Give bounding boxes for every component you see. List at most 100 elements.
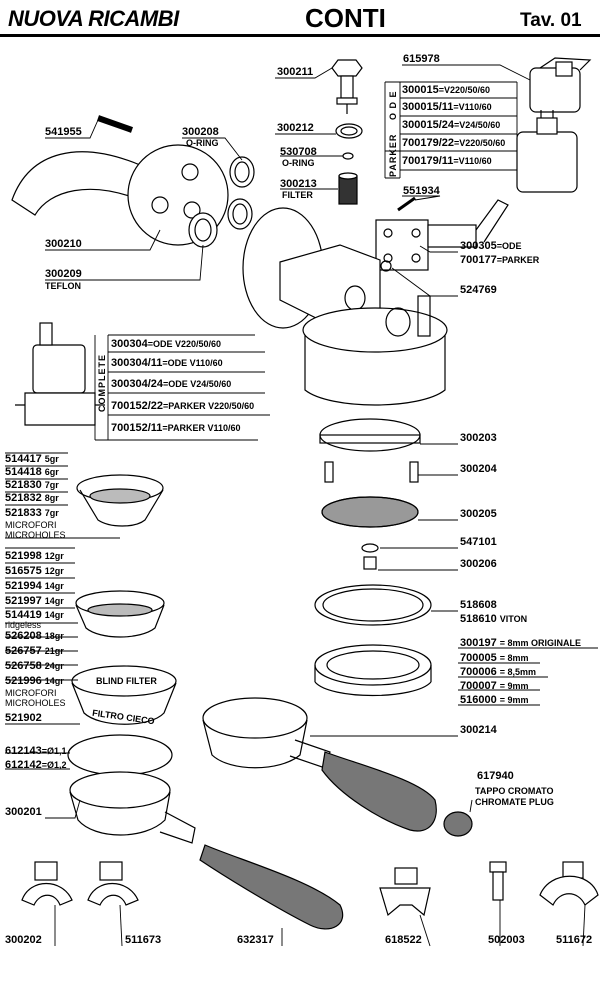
filter-large-row: 514419 14gr [5,609,64,621]
label-300214: 300214 [460,724,497,736]
label-541955: 541955 [45,126,82,138]
label-617940-sub2: CHROMATE PLUG [475,797,554,807]
label-511672: 511672 [556,934,593,946]
gasket-row: 300197 = 8mm ORIGINALE [460,637,582,649]
complete-row: 300304/11=ODE V110/60 [111,357,223,369]
label-617940-sub1: TAPPO CROMATO [475,786,554,796]
filter-basket-small-drawing [76,474,164,527]
label-300209-sub: TEFLON [45,281,81,291]
part-300211-drawing [331,59,363,114]
label-300211: 300211 [277,66,314,78]
part-615978-drawing [529,57,592,113]
filter-small-row: 521832 8gr [5,492,59,504]
spout-300202-drawing [21,861,73,906]
complete-row: 700152/22=PARKER V220/50/60 [111,400,255,412]
label-612143: 612143=Ø1,1 [5,745,67,757]
filter-small-row: 521830 7gr [5,479,59,491]
solenoid-complete-drawing [15,322,105,426]
label-524769: 524769 [460,284,497,296]
portafilter-300214-drawing [202,697,437,832]
coil-row: 300015/24=V24/50/60 [402,119,501,131]
label-518610: 518610 VITON [460,613,528,625]
part-524769-drawing [380,260,392,272]
page-title: CONTI [305,3,386,33]
gasket-row: 700007 = 9mm [460,680,529,692]
label-615978: 615978 [403,53,440,65]
complete-table-side: COMPLETE [97,353,107,412]
filter-small-note: MICROFORI [5,520,57,530]
filter-large-row: 521996 14gr [5,675,64,687]
part-632317-drawing [199,844,344,930]
label-300213: 300213 [280,178,317,190]
label-300305: 300305=ODE [460,240,522,252]
label-530708: 530708 [280,146,317,158]
label-700177: 700177=PARKER [460,254,540,266]
spout-511673-drawing [87,861,139,906]
label-551934: 551934 [403,185,440,197]
complete-row: 700152/11=PARKER V110/60 [111,422,241,434]
coil-row: 700179/11=V110/60 [402,155,492,167]
label-300201: 300201 [5,806,42,818]
brand-logo: NUOVA RICAMBI [8,6,179,31]
portafilter-300201-drawing [69,771,196,844]
label-547101: 547101 [460,536,497,548]
part-518608-drawing [314,584,432,626]
filter-large-row: 521997 14gr [5,595,64,607]
filter-small-note: MICROHOLES [5,530,66,540]
filter-large-row: 516575 12gr [5,565,64,577]
label-612142: 612142=Ø1,2 [5,759,67,771]
label-518608: 518608 [460,599,497,611]
blind-filter-drawing [71,665,177,725]
label-300212: 300212 [277,122,314,134]
filter-small-row: 521833 7gr [5,507,59,519]
part-617940-drawing [443,811,473,837]
coil-table-side-parker: PARKER [388,133,398,177]
complete-row: 300304=ODE V220/50/60 [111,338,222,350]
filter-basket-large-drawing [75,590,165,638]
table-number: Tav. 01 [520,10,582,31]
filter-large-row: 526758 24gr [5,660,64,672]
gasket-row: 700006 = 8,5mm [460,666,537,678]
filter-large-row: 526208 18gr [5,630,64,642]
filter-large-note: MICROHOLES [5,698,66,708]
spring-drawing [67,734,173,776]
solenoid-coil-drawing [516,110,578,193]
coil-row: 300015=V220/50/60 [402,84,491,96]
label-521902: 521902 [5,712,42,724]
blind-filter-top-label: BLIND FILTER [96,676,157,686]
gasket-row: 516000 = 9mm [460,694,529,706]
part-300212-drawing [335,123,363,139]
part-502003-drawing [489,861,507,901]
label-300208: 300208 [182,126,219,138]
coil-row: 700179/22=V220/50/60 [402,137,506,149]
filter-large-row: 521994 14gr [5,580,64,592]
page-header: NUOVA RICAMBI CONTI Tav. 01 [0,0,600,40]
group-head-drawing [242,207,448,406]
label-632317: 632317 [237,934,274,946]
coil-row: 300015/11=V110/60 [402,101,492,113]
complete-row: 300304/24=ODE V24/50/60 [111,378,232,390]
part-300213-drawing [338,175,358,205]
label-530708-sub: O-RING [282,158,315,168]
label-300206: 300206 [460,558,497,570]
label-300210: 300210 [45,238,82,250]
label-617940: 617940 [477,770,514,782]
label-300203: 300203 [460,432,497,444]
spout-511672-drawing [539,861,599,906]
label-300213-sub: FILTER [282,190,313,200]
label-300202: 300202 [5,934,42,946]
filter-large-row: 526757 21gr [5,645,64,657]
filter-large-row: 521998 12gr [5,550,64,562]
spout-618522-drawing [379,867,431,917]
filter-small-row: 514418 6gr [5,466,59,478]
filter-small-row: 514417 5gr [5,453,59,465]
label-300205: 300205 [460,508,497,520]
header-rule [0,34,600,37]
filter-large-note: ridgeless [5,620,42,630]
label-618522: 618522 [385,934,422,946]
label-300208-sub: O-RING [186,138,219,148]
label-300209: 300209 [45,268,82,280]
label-511673: 511673 [125,934,162,946]
label-502003: 502003 [488,934,525,946]
